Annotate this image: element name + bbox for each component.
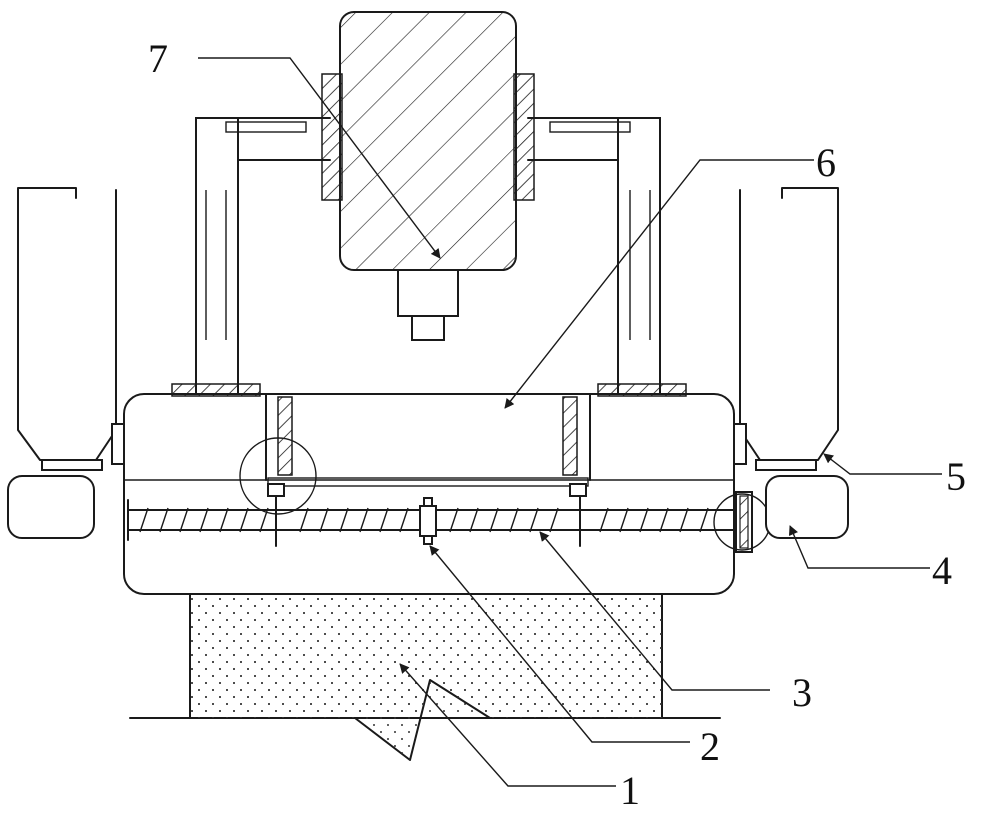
label-5: 5	[946, 454, 966, 499]
main-housing	[123, 393, 735, 595]
right-wheel	[765, 475, 849, 539]
right-hopper	[733, 187, 839, 471]
motor	[321, 11, 535, 341]
inner-plate	[239, 393, 591, 515]
label-4: 4	[932, 548, 952, 593]
label-3: 3	[792, 670, 812, 715]
base-pedestal	[129, 589, 721, 761]
screw-shaft	[127, 491, 771, 553]
label-7: 7	[148, 36, 168, 81]
label-6: 6	[816, 140, 836, 185]
label-1: 1	[620, 768, 640, 813]
left-wheel	[7, 475, 95, 539]
leader-lines	[198, 57, 942, 787]
left-hopper	[17, 187, 125, 471]
upper-frame	[171, 117, 687, 397]
label-2: 2	[700, 724, 720, 769]
